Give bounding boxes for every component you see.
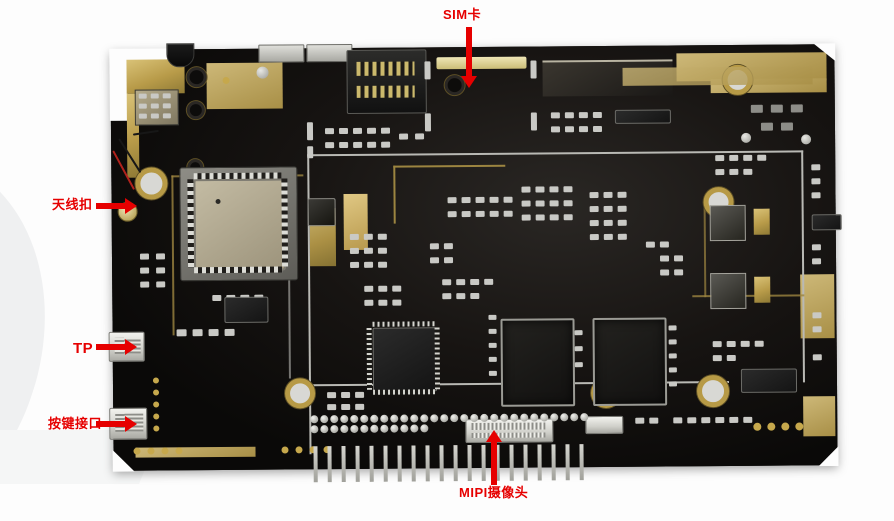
usb-port bbox=[258, 44, 305, 63]
annotation-arrow-sim-card bbox=[461, 27, 477, 88]
sd-card-socket bbox=[346, 49, 427, 114]
gold-pad bbox=[803, 396, 836, 437]
gold-pad bbox=[622, 66, 813, 86]
ic-chip bbox=[614, 109, 671, 124]
pin-header bbox=[309, 412, 593, 434]
module-pins bbox=[193, 172, 282, 180]
copper-trace bbox=[171, 175, 175, 336]
sim-card-pads bbox=[436, 56, 527, 70]
ic-chip bbox=[224, 296, 269, 323]
module-mark bbox=[215, 198, 221, 205]
module-pins bbox=[187, 179, 195, 268]
annotation-label-mipi-camera: MIPI摄像头 bbox=[459, 485, 529, 500]
annotation-arrow-mipi-camera bbox=[486, 430, 502, 485]
annotation-arrow-antenna-clip bbox=[96, 198, 137, 214]
sd-contacts bbox=[356, 85, 415, 98]
test-point bbox=[256, 66, 269, 79]
copper-trace bbox=[393, 164, 506, 168]
annotation-arrow-tp bbox=[96, 339, 137, 355]
power-inductor bbox=[710, 272, 747, 310]
copper-tape bbox=[343, 193, 368, 251]
annotation-label-sim-card: SIM卡 bbox=[443, 7, 482, 22]
smd-part bbox=[424, 61, 431, 80]
copper-trace bbox=[703, 205, 707, 298]
memory-chip bbox=[592, 317, 668, 407]
annotation-label-key-interface: 按键接口 bbox=[48, 416, 103, 431]
ic-chip bbox=[740, 368, 798, 393]
power-inductor bbox=[709, 204, 746, 242]
copper-trace bbox=[692, 294, 805, 298]
annotation-arrow-key-interface bbox=[96, 416, 137, 432]
annotation-label-tp: TP bbox=[73, 340, 94, 357]
module-pins bbox=[194, 266, 283, 274]
wifi-bt-module bbox=[193, 178, 287, 272]
via-hole bbox=[186, 67, 207, 88]
smd-part bbox=[530, 112, 538, 131]
tantalum-cap bbox=[754, 276, 771, 303]
gold-pad bbox=[206, 62, 283, 110]
silk-trace bbox=[801, 150, 805, 383]
mount-hole bbox=[696, 375, 730, 408]
module-pins bbox=[281, 178, 289, 267]
pcb-board bbox=[108, 43, 842, 483]
smd-part bbox=[424, 113, 432, 132]
soc-chip bbox=[372, 327, 438, 392]
mount-hole bbox=[284, 378, 316, 409]
audio-jack bbox=[166, 43, 195, 68]
ic-chip bbox=[811, 214, 842, 231]
tantalum-cap bbox=[753, 208, 770, 235]
sd-contacts bbox=[356, 61, 415, 76]
via-hole bbox=[186, 101, 205, 120]
smd-part bbox=[530, 60, 537, 79]
memory-chip bbox=[500, 318, 576, 407]
test-point bbox=[222, 76, 230, 84]
power-inductor bbox=[307, 198, 336, 227]
copper-trace bbox=[393, 165, 396, 224]
annotation-label-antenna-clip: 天线扣 bbox=[52, 197, 93, 212]
